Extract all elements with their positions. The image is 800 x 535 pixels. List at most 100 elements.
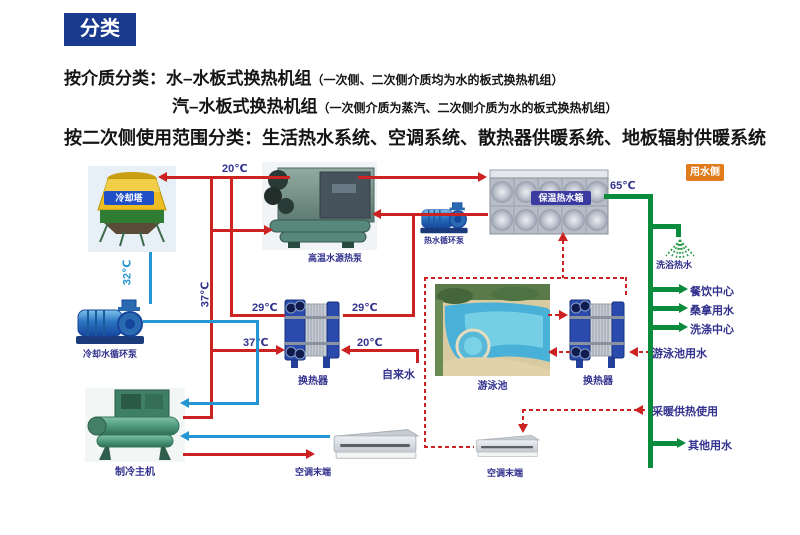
temp-tower-out: 32℃ bbox=[121, 259, 134, 286]
cooling-tower-label: 冷却塔 bbox=[104, 191, 154, 205]
classification-usage-line: 按二次侧使用范围分类：生活热水系统、空调系统、散热器供暖系统、地板辐射供暖系统 bbox=[64, 128, 766, 148]
arrow-left-icon bbox=[158, 172, 167, 182]
pipe-chilled-return bbox=[188, 435, 330, 438]
shower-hot-water-label: 洗浴热水 bbox=[656, 260, 693, 270]
pipe-tap-riser bbox=[416, 349, 419, 363]
pipe-hx2-to-pool bbox=[552, 351, 570, 353]
temp-hx1-supply: 37℃ bbox=[243, 336, 269, 349]
pipe-tank-to-heatpump bbox=[380, 213, 488, 216]
pipe-tank-out bbox=[604, 194, 650, 199]
medium-class-label: 按介质分类： bbox=[64, 69, 166, 88]
hot-water-pump-image bbox=[420, 202, 468, 234]
pipe-tower-return bbox=[166, 176, 290, 179]
pipe-shower-drop bbox=[676, 224, 681, 237]
water-water-note: （一次侧、二次侧介质均为水的板式换热机组） bbox=[311, 73, 564, 87]
use-side-badge: 用水侧 bbox=[686, 164, 724, 181]
arrow-right-icon bbox=[679, 303, 688, 313]
temp-tap: 20℃ bbox=[357, 337, 383, 349]
pipe-heating-use bbox=[522, 409, 646, 411]
arrow-left-icon bbox=[180, 398, 189, 408]
arrow-right-icon bbox=[679, 284, 688, 294]
arrow-right-icon bbox=[264, 225, 273, 235]
chiller-label: 制冷主机 bbox=[115, 467, 155, 478]
pipe-heatpump-source-in bbox=[210, 229, 266, 232]
pipe-tank-bottom-dashed bbox=[562, 240, 564, 278]
pipe-pump-out bbox=[143, 320, 259, 323]
classification-medium-line2: 汽–水板式换热机组（一次侧介质为蒸汽、二次侧介质为水的板式换热机组） bbox=[172, 92, 617, 117]
arrow-right-icon bbox=[478, 172, 487, 182]
catering-center-label: 餐饮中心 bbox=[690, 286, 734, 298]
pipe-heating-drop bbox=[522, 409, 524, 426]
ac-terminal-1-image bbox=[333, 429, 420, 459]
arrow-right-icon bbox=[559, 310, 568, 320]
pipe-hx1-out bbox=[343, 314, 415, 317]
section-title-badge: 分类 bbox=[64, 13, 136, 46]
pipe-dashed-to-ac2-left bbox=[424, 446, 474, 448]
arrow-left-icon bbox=[629, 347, 638, 357]
temp-tank-out: 65℃ bbox=[610, 180, 636, 192]
heat-exchanger-1-label: 换热器 bbox=[298, 376, 328, 387]
arrow-left-icon bbox=[180, 431, 189, 441]
pipe-cond-in bbox=[188, 402, 259, 405]
arrow-left-icon bbox=[548, 347, 557, 357]
cooling-pump-label: 冷却水循环泵 bbox=[82, 349, 137, 359]
arrow-left-icon bbox=[634, 405, 643, 415]
chiller-image bbox=[85, 388, 185, 462]
heating-use-label: 采暖供热使用 bbox=[652, 406, 718, 418]
temp-return-top: 20℃ bbox=[222, 163, 248, 175]
swimming-pool-label: 游泳池 bbox=[477, 381, 508, 392]
pipe-hx1-supply bbox=[210, 349, 278, 352]
hot-water-tank-label: 保温热水箱 bbox=[531, 191, 591, 205]
ac-terminal-2-image bbox=[476, 434, 541, 458]
pipe-other-branch bbox=[653, 441, 679, 446]
shower-spray-icon bbox=[665, 239, 695, 260]
pipe-riser-right bbox=[230, 176, 233, 317]
ac-terminal-2-label: 空调末端 bbox=[487, 468, 524, 478]
pipe-use-main bbox=[648, 194, 653, 468]
swimming-pool-image bbox=[435, 284, 550, 376]
arrow-right-icon bbox=[276, 345, 285, 355]
cooling-pump-image bbox=[76, 299, 144, 344]
pipe-shower-branch bbox=[651, 224, 681, 229]
pipe-dashed-to-hx2-top bbox=[625, 277, 627, 298]
hot-water-pump-label: 热水循环泵 bbox=[424, 236, 464, 245]
arrow-right-icon bbox=[677, 438, 686, 448]
pipe-sauna-branch bbox=[653, 306, 681, 311]
arrow-up-icon bbox=[558, 232, 568, 241]
pipe-hx1-out-riser bbox=[412, 213, 415, 314]
laundry-center-label: 洗涤中心 bbox=[690, 324, 734, 336]
pipe-catering-branch bbox=[653, 287, 681, 292]
pipe-main-to-hx2 bbox=[632, 351, 648, 353]
pipe-dashed-header bbox=[424, 277, 627, 279]
heat-exchanger-2-image bbox=[569, 299, 625, 368]
sauna-water-label: 桑拿用水 bbox=[690, 305, 734, 317]
tap-water-label: 自来水 bbox=[382, 369, 415, 381]
pipe-chilled-supply bbox=[183, 453, 308, 456]
temp-hx1-in: 29℃ bbox=[252, 302, 278, 314]
ac-terminal-1-label: 空调末端 bbox=[295, 467, 332, 477]
arrow-left-icon bbox=[372, 209, 381, 219]
steam-water-note: （一次侧介质为蒸汽、二次侧介质为水的板式换热机组） bbox=[317, 101, 618, 115]
pipe-hx1-in bbox=[230, 314, 285, 317]
pipe-pool-to-hx2 bbox=[548, 314, 564, 316]
pipe-cond-down bbox=[256, 320, 259, 405]
heat-exchanger-2-label: 换热器 bbox=[583, 376, 613, 387]
water-water-term: 水–水板式换热机组 bbox=[166, 69, 312, 88]
pool-water-label: 游泳池用水 bbox=[652, 348, 707, 360]
arrow-right-icon bbox=[679, 322, 688, 332]
steam-water-term: 汽–水板式换热机组 bbox=[172, 97, 318, 116]
pipe-riser-left bbox=[210, 176, 213, 419]
heat-exchanger-1-image bbox=[284, 299, 340, 368]
temp-riser: 37℃ bbox=[199, 281, 212, 308]
pipe-dashed-left-drop bbox=[424, 277, 426, 447]
classification-medium-line1: 按介质分类：水–水板式换热机组（一次侧、二次侧介质均为水的板式换热机组） bbox=[64, 64, 563, 89]
pipe-heatpump-to-tank bbox=[358, 176, 480, 179]
arrow-left-icon bbox=[341, 345, 350, 355]
other-water-label: 其他用水 bbox=[688, 440, 732, 452]
arrow-down-icon bbox=[518, 424, 528, 433]
pipe-tower-out bbox=[149, 252, 152, 304]
heat-pump-label: 高温水源热泵 bbox=[307, 253, 362, 263]
pipe-laundry-branch bbox=[653, 325, 681, 330]
pipe-chiller-cond-out bbox=[183, 416, 213, 419]
